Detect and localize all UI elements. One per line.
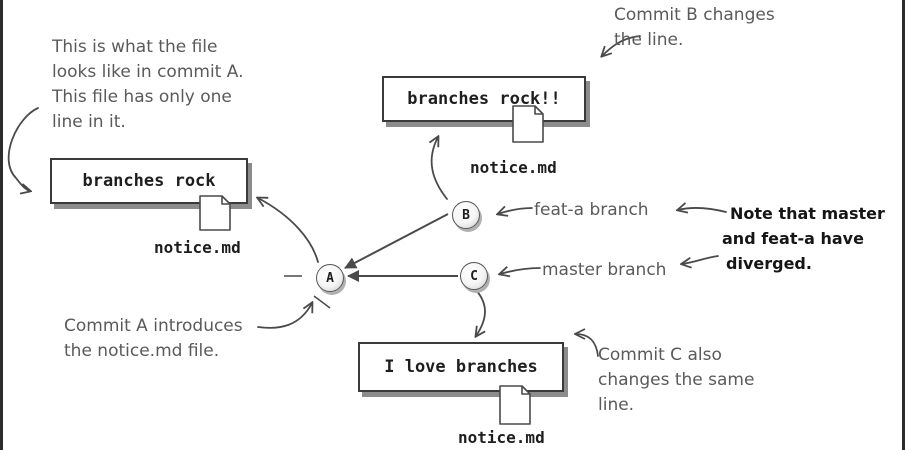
- commit-node-b: B: [452, 201, 480, 229]
- label-master-branch: master branch: [542, 260, 667, 280]
- arrow-a-to-file: [258, 198, 319, 263]
- document-icon: [199, 195, 231, 231]
- tick-a-below: [313, 295, 331, 309]
- arrow-note-to-master: [682, 255, 719, 264]
- file-box-commit-c: I love branches: [358, 342, 564, 392]
- arrow-to-commit-b-file: [602, 35, 641, 56]
- arrow-master-label-to-c: [500, 268, 541, 274]
- file-name-commit-c: notice.md: [458, 428, 545, 447]
- right-frame-edge: [902, 0, 905, 450]
- file-name-commit-a: notice.md: [154, 238, 241, 257]
- arrow-to-file-a: [7, 107, 39, 191]
- arrow-c-to-file: [476, 289, 486, 336]
- document-icon: [499, 385, 531, 425]
- arrow-b-to-file: [432, 137, 448, 200]
- label-feat-a-branch: feat-a branch: [534, 200, 649, 220]
- file-box-commit-b: branches rock!!: [382, 76, 586, 122]
- arrow-feat-label-to-b: [498, 208, 533, 214]
- arrow-note-to-feat: [678, 208, 727, 212]
- file-name-commit-b: notice.md: [470, 158, 557, 177]
- arrow-b-to-a: [344, 213, 449, 269]
- commit-node-c: C: [460, 262, 488, 290]
- document-icon: [512, 105, 544, 143]
- arrow-note-to-file-c: [576, 334, 599, 357]
- file-box-commit-a: branches rock: [50, 158, 248, 204]
- arrow-note-to-a: [257, 303, 312, 329]
- commit-node-a: A: [316, 264, 344, 292]
- left-frame-edge: [0, 0, 3, 450]
